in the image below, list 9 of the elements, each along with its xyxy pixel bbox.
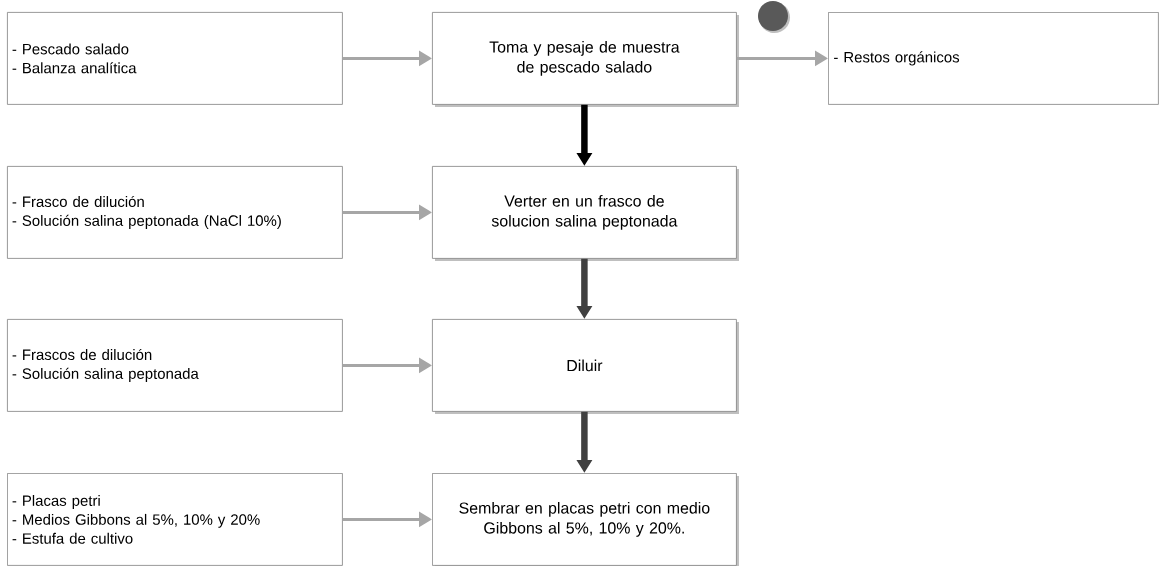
process-box: Toma y pesaje de muestra de pescado salado [432,12,739,107]
process-box: Sembrar en placas petri con medio Gibbons al 5%, 10% y 20%. [432,473,739,566]
resource-box: - Frascos de dilución - Solución salina peptonada [7,319,343,412]
resource-box: - Pescado salado - Balanza analítica [7,12,343,105]
process-box: Verter en un frasco de solucion salina peptonada [432,166,739,261]
process-box: Diluir [432,319,739,414]
resource-box: - Frasco de dilución - Solución salina peptonada (NaCl 10%) [7,166,343,259]
resource-box: - Placas petri - Medios Gibbons al 5%, 10% y 20% - Estufa de cultivo [7,473,343,566]
resource-box: - Restos orgánicos [828,12,1159,105]
